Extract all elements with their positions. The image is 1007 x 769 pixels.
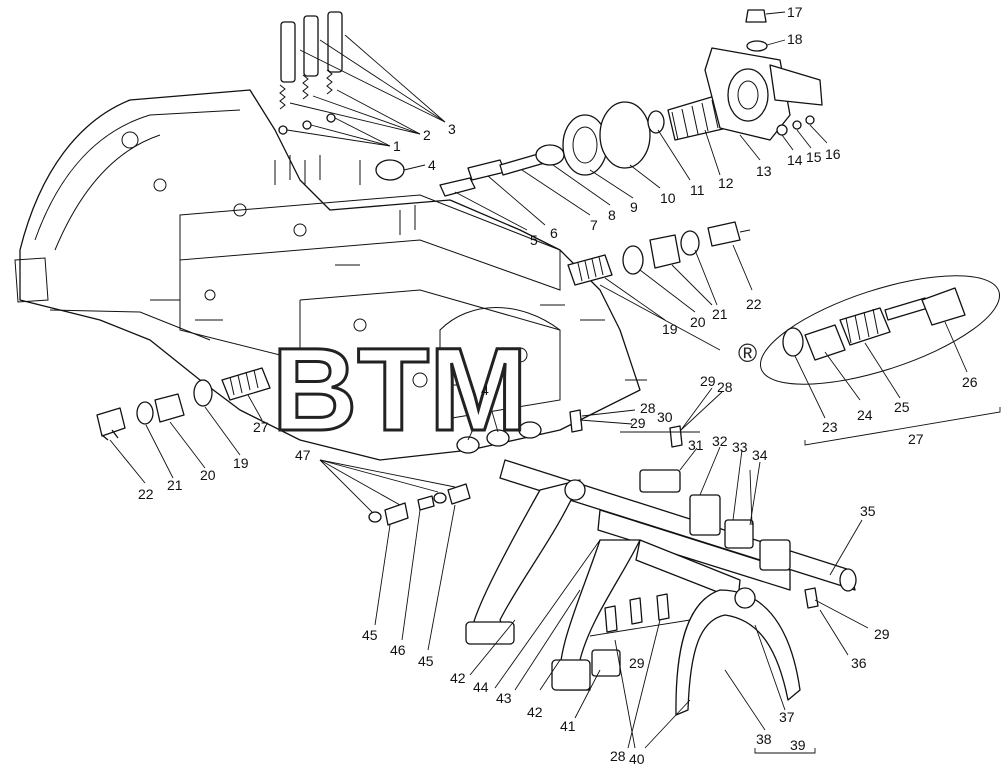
callout-4-bottom: 4 (481, 382, 489, 398)
callout-21-right: 21 (712, 306, 728, 322)
callout-23: 23 (822, 419, 838, 435)
callout-29-c: 29 (874, 626, 890, 642)
callout-45-b: 45 (418, 653, 434, 669)
callout-40: 40 (629, 751, 645, 767)
watermark-text: BTM (272, 324, 528, 456)
callout-19-right: 19 (662, 321, 678, 337)
callout-43: 43 (496, 690, 512, 706)
exploded-assembly-27 (759, 275, 1001, 446)
callout-5: 5 (530, 232, 538, 248)
callout-45-a: 45 (362, 627, 378, 643)
callout-10: 10 (660, 190, 676, 206)
callout-39: 39 (790, 737, 806, 753)
callout-9: 9 (630, 199, 638, 215)
callout-3: 3 (448, 121, 456, 137)
callout-29-d: 29 (629, 655, 645, 671)
callout-7: 7 (590, 217, 598, 233)
callout-labels: 1 2 3 4 5 6 7 8 9 10 11 12 13 14 15 16 1… (138, 4, 978, 767)
callout-31: 31 (688, 437, 704, 453)
callout-4-top: 4 (428, 157, 436, 173)
callout-13: 13 (756, 163, 772, 179)
callout-22-right: 22 (746, 296, 762, 312)
callout-27-right: 27 (908, 431, 924, 447)
shaft-cover-assembly (439, 9, 828, 231)
callout-24: 24 (857, 407, 873, 423)
plug-4-top (375, 159, 426, 181)
callout-37: 37 (779, 709, 795, 725)
callout-1: 1 (393, 138, 401, 154)
callout-42-b: 42 (527, 704, 543, 720)
callout-29-b: 29 (630, 415, 646, 431)
plugs-4-bottom (456, 397, 542, 454)
callout-20-right: 20 (690, 314, 706, 330)
callout-11: 11 (690, 182, 705, 198)
callout-18: 18 (787, 31, 803, 47)
callout-30: 30 (657, 409, 673, 425)
callout-38: 38 (756, 731, 772, 747)
callout-27-left: 27 (253, 419, 269, 435)
callout-8: 8 (608, 207, 616, 223)
callout-32: 32 (712, 433, 728, 449)
callout-33: 33 (732, 439, 748, 455)
callout-28-c: 28 (610, 748, 626, 764)
callout-6: 6 (550, 225, 558, 241)
callout-17: 17 (787, 4, 803, 20)
callout-44: 44 (473, 679, 489, 695)
callout-34: 34 (752, 447, 768, 463)
watermark-registered-mark: ® (738, 338, 757, 368)
callout-36: 36 (851, 655, 867, 671)
sensor-cluster-left (96, 367, 271, 484)
callout-19-left: 19 (233, 455, 249, 471)
callout-26: 26 (962, 374, 978, 390)
sensor-cluster-right (567, 221, 753, 351)
callout-47: 47 (295, 447, 311, 463)
callout-28-b: 28 (640, 400, 656, 416)
gearbox-housing (14, 89, 647, 461)
callout-14: 14 (787, 152, 803, 168)
callout-28-a: 28 (717, 379, 733, 395)
callout-22-left: 22 (138, 486, 154, 502)
callout-35: 35 (860, 503, 876, 519)
callout-46: 46 (390, 642, 406, 658)
callout-16: 16 (825, 146, 841, 162)
callout-25: 25 (894, 399, 910, 415)
callout-2: 2 (423, 127, 431, 143)
shift-fork-assembly (465, 387, 869, 754)
callout-21-left: 21 (167, 477, 183, 493)
btm-watermark: BTM ® (271, 323, 758, 458)
callout-20-left: 20 (200, 467, 216, 483)
interlock-parts (319, 459, 471, 651)
detent-pins-springs (278, 11, 446, 147)
callout-42-a: 42 (450, 670, 466, 686)
callout-41: 41 (560, 718, 576, 734)
callout-15: 15 (806, 149, 822, 165)
callout-12: 12 (718, 175, 734, 191)
callout-29-a: 29 (700, 373, 716, 389)
